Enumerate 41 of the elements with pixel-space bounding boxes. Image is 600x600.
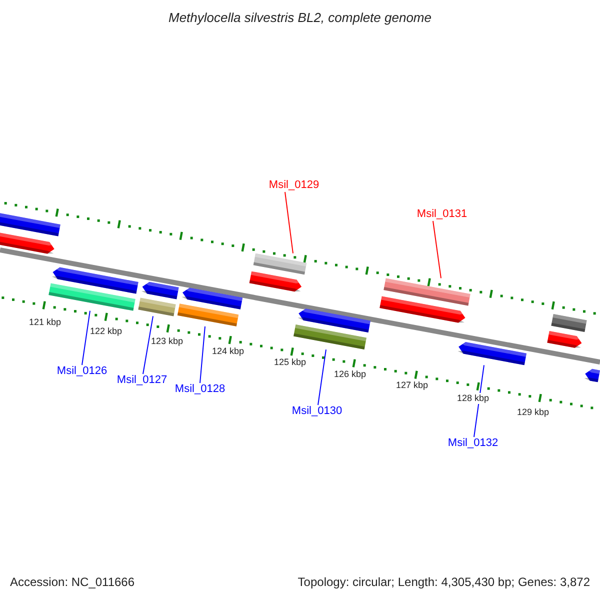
scale-label: 121 kbp — [28, 316, 62, 328]
gene-bar — [384, 278, 470, 306]
scale-label: 123 kbp — [150, 336, 184, 346]
gene-bar — [253, 253, 307, 275]
gene-bar — [551, 314, 587, 332]
gene-bar — [48, 283, 136, 311]
gene-bar — [138, 298, 176, 316]
leader-line — [432, 220, 442, 279]
leader-line — [200, 326, 206, 384]
leader-line — [474, 364, 484, 438]
gene-label: Msil_0129 — [268, 179, 320, 192]
gene-bar — [457, 340, 527, 366]
gene-bar — [294, 324, 366, 350]
gene-label: Msil_0126 — [56, 365, 108, 378]
scale-label: 128 kbp — [456, 392, 490, 404]
gene-label: Msil_0127 — [116, 374, 168, 387]
gene-label: Msil_0128 — [174, 383, 226, 396]
footer-text: Topology: circular; Length: 4,305,430 bp; Genes: 3,872 — [298, 575, 590, 589]
scale-label: 129 kbp — [516, 406, 550, 418]
scale-label: 125 kbp — [274, 356, 306, 368]
scale-label: 124 kbp — [212, 346, 244, 356]
gene-bar — [298, 307, 370, 333]
gene-bar — [181, 286, 243, 310]
leader-line — [318, 349, 326, 406]
footer-text: Accession: NC_011666 — [10, 575, 135, 589]
gene-label: Msil_0131 — [416, 208, 468, 221]
gene-label: Msil_0132 — [448, 437, 498, 450]
gene-bar — [249, 271, 303, 293]
scale-label: 126 kbp — [334, 368, 366, 380]
gene-bar — [380, 296, 466, 324]
scale-label: 127 kbp — [396, 380, 428, 390]
scale-label: 122 kbp — [90, 326, 122, 336]
gene-label: Msil_0130 — [292, 405, 342, 418]
leader-line — [284, 192, 294, 254]
gene-bar — [584, 368, 600, 382]
gene-bar — [547, 330, 583, 350]
title: Methylocella silvestris BL2, complete genome — [167, 10, 432, 25]
leader-line — [82, 310, 90, 366]
gene-bar — [177, 304, 239, 326]
gene-bar — [141, 280, 179, 300]
gene-bar — [52, 266, 138, 294]
